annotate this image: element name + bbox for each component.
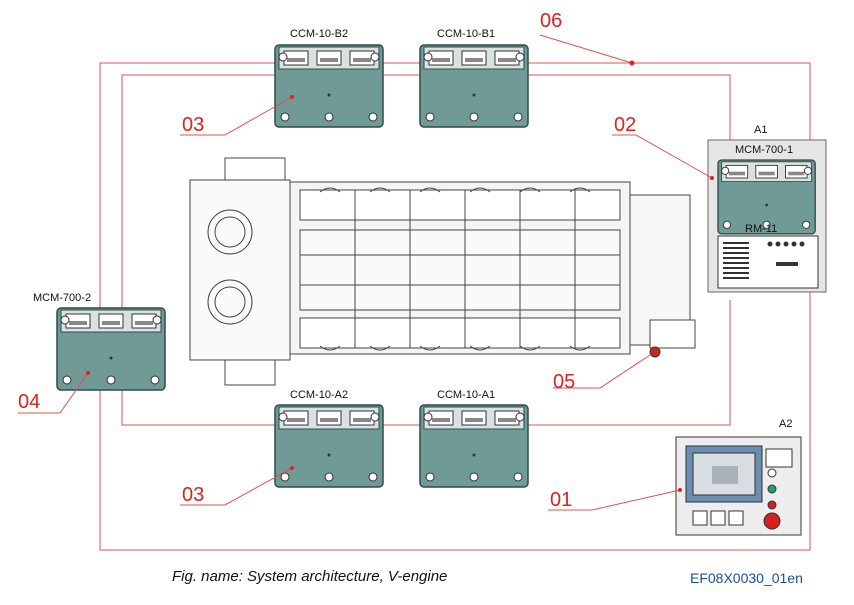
callout-02: 02 bbox=[614, 114, 637, 136]
a1-label: A1 bbox=[754, 124, 768, 136]
ccm-b1-module bbox=[419, 44, 529, 128]
can-bus-lines bbox=[60, 34, 811, 551]
callout-04: 04 bbox=[18, 391, 41, 413]
figure-code: EF08X0030_01en bbox=[690, 570, 803, 586]
ccm-b2-module bbox=[274, 44, 384, 128]
a1-cabinet bbox=[707, 139, 827, 293]
callout-06: 06 bbox=[540, 10, 563, 32]
callout-05: 05 bbox=[553, 371, 576, 393]
a2-control-panel bbox=[675, 436, 802, 536]
callout-01: 01 bbox=[550, 489, 573, 511]
rm-11-label: RM-11 bbox=[745, 223, 778, 235]
callout-03-top: 03 bbox=[182, 114, 205, 136]
ccm-a2-label: CCM-10-A2 bbox=[290, 389, 349, 401]
ccm-b1-label: CCM-10-B1 bbox=[437, 28, 496, 40]
bus-junction-dot bbox=[629, 60, 635, 66]
figure-caption: Fig. name: System architecture, V-engine bbox=[172, 568, 448, 585]
a2-label: A2 bbox=[779, 418, 793, 430]
ccm-b2-label: CCM-10-B2 bbox=[290, 28, 349, 40]
ccm-a2-module bbox=[274, 404, 384, 488]
mcm-700-2-module bbox=[56, 307, 166, 391]
ccm-a1-module bbox=[419, 404, 529, 488]
callout-leaders bbox=[18, 96, 713, 511]
mcm-700-1-label: MCM-700-1 bbox=[735, 144, 794, 156]
callout-03-bottom: 03 bbox=[182, 484, 205, 506]
ccm-a1-label: CCM-10-A1 bbox=[437, 389, 496, 401]
v-engine-drawing bbox=[189, 157, 696, 386]
mcm-700-2-label: MCM-700-2 bbox=[33, 292, 92, 304]
